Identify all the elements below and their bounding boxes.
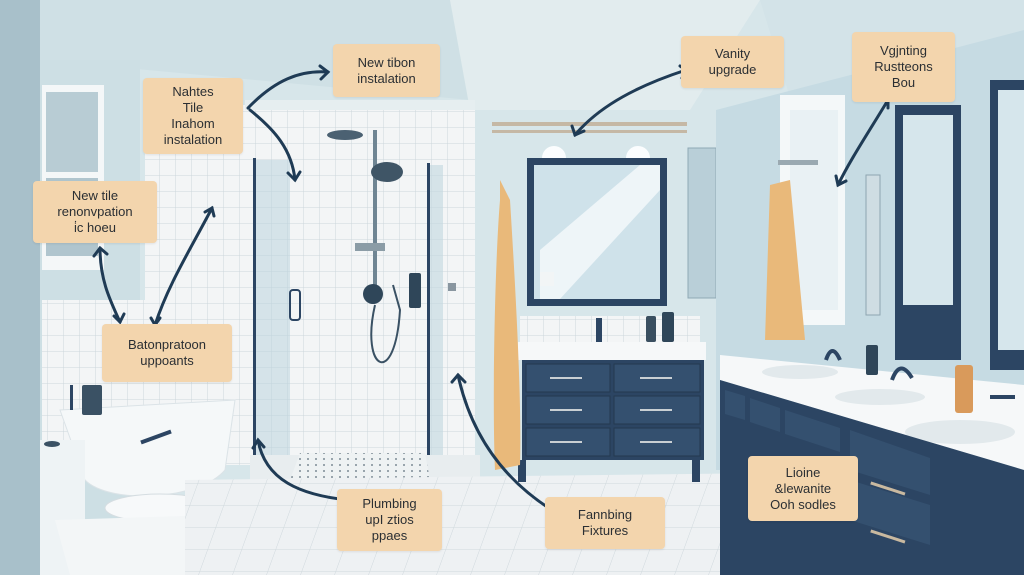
callout-new-tile-renovation: New tile renonvpation i̇c hoeu — [33, 181, 157, 243]
hanging-towel — [493, 180, 521, 470]
arrow-vanity — [573, 68, 688, 137]
vanity-cabinet — [518, 360, 704, 482]
callout-vanity-upgrade: Vanity upgrade — [681, 36, 784, 88]
arrow-new-tile — [98, 246, 122, 324]
callout-new-tibon: New tibon instalation — [333, 44, 440, 97]
arrow-plumbing — [256, 438, 350, 502]
callout-vgjnting: Vgjnting Rustteons Bou — [852, 32, 955, 102]
callout-nahtes-tile: Nahtes Tile Inahom instalation — [143, 78, 243, 154]
callout-text: Vgjnting Rustteons Bou — [874, 43, 933, 90]
callout-text: Nahtes Tile Inahom instalation — [163, 84, 223, 147]
callout-text: Lioine &lewanite Ooh sodles — [770, 464, 836, 512]
arrow-batonpratoon — [153, 206, 214, 327]
arrow-vgjnting — [836, 98, 890, 187]
callout-text: New tile renonvpation i̇c hoeu — [57, 188, 133, 235]
callout-text: Batonpratoon uppoants — [127, 337, 207, 368]
callout-batonpratoon: Batonpratoon uppoants — [102, 324, 232, 382]
callout-text: New tibon instalation — [357, 54, 416, 86]
callout-text: Plumbing upI ztios ppaes — [362, 496, 417, 543]
vanity-mirror — [527, 158, 667, 306]
right-window — [765, 95, 845, 340]
wall-pillar — [0, 0, 40, 575]
callout-plumbing: Plumbing upI ztios ppaes — [337, 489, 442, 551]
arrow-new-tibon — [246, 70, 330, 110]
arrow-fixtures — [456, 373, 562, 517]
arrow-shower-top — [248, 108, 297, 182]
double-vanity — [720, 345, 1024, 575]
callout-fannbing-fixtures: Fannbing Fixtures — [545, 497, 665, 549]
callout-lioine: Lioine &lewanite Ooh sodles — [748, 456, 858, 521]
window-towel — [765, 180, 805, 340]
callout-text: Vanity upgrade — [708, 46, 757, 77]
callout-text: Fannbing Fixtures — [577, 507, 633, 538]
